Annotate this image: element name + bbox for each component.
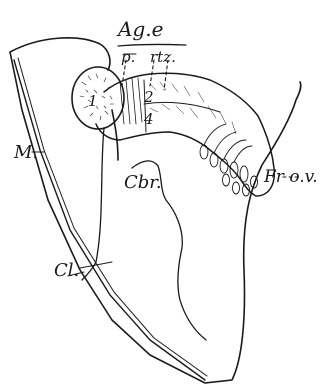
mantle-line-inner bbox=[18, 58, 207, 376]
ova-group bbox=[200, 124, 258, 196]
label-age: Ag.e bbox=[116, 17, 163, 41]
label-m: M. bbox=[13, 142, 38, 163]
label-p: p. bbox=[121, 48, 135, 66]
label-num1: 1 bbox=[88, 92, 98, 110]
label-num4: 4 bbox=[143, 110, 154, 128]
duct-divider bbox=[144, 80, 220, 132]
label-rtz: rtz. bbox=[150, 48, 176, 66]
title-underline bbox=[118, 44, 186, 46]
gonad-mass bbox=[72, 67, 124, 129]
label-cbr: Cbr. bbox=[124, 172, 162, 193]
label-fov: Fr o.v. bbox=[263, 167, 318, 187]
label-cl: Cl. bbox=[54, 260, 79, 281]
mantle-line bbox=[14, 60, 205, 380]
duct-texture bbox=[150, 82, 236, 134]
branchial-wall bbox=[82, 128, 104, 280]
label-num2: 2 bbox=[143, 88, 154, 106]
